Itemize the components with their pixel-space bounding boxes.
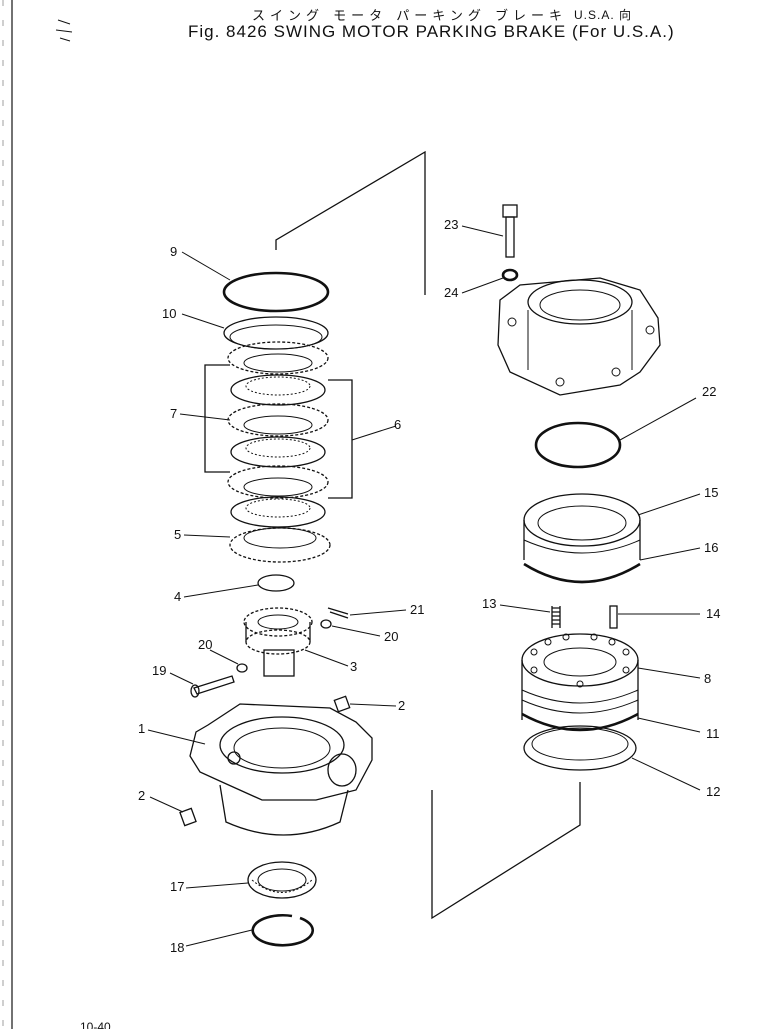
japanese-title: スイング モータ パーキング ブレーキ bbox=[252, 9, 568, 24]
disc-plate bbox=[230, 436, 326, 468]
o-ring-4 bbox=[257, 574, 295, 592]
bearing-17 bbox=[247, 861, 317, 899]
callout-4: 4 bbox=[174, 589, 181, 604]
retainer-8 bbox=[521, 633, 639, 720]
callout-7: 7 bbox=[170, 406, 177, 421]
gear-shaft-3 bbox=[243, 607, 313, 677]
callout-21: 21 bbox=[410, 602, 424, 617]
callout-3: 3 bbox=[350, 659, 357, 674]
washer-20-right bbox=[320, 619, 332, 629]
disc-plate-5 bbox=[229, 527, 331, 563]
callout-20-right: 20 bbox=[384, 629, 398, 644]
ring-11 bbox=[521, 712, 639, 732]
callout-17: 17 bbox=[170, 879, 184, 894]
motor-housing-1 bbox=[189, 703, 373, 836]
callout-11: 11 bbox=[706, 726, 720, 741]
callout-8: 8 bbox=[704, 671, 711, 686]
callout-10: 10 bbox=[162, 306, 176, 321]
scan-edge-marks bbox=[2, 0, 73, 1029]
washer-20-left bbox=[236, 663, 248, 673]
callout-13: 13 bbox=[482, 596, 496, 611]
disc-plate bbox=[230, 496, 326, 528]
disc-plate bbox=[227, 403, 329, 437]
callout-12: 12 bbox=[706, 784, 720, 799]
snap-ring-18 bbox=[251, 913, 314, 947]
callout-labels: 1 2 2 3 4 5 6 7 8 9 10 11 12 13 14 15 16… bbox=[138, 217, 720, 955]
callout-14: 14 bbox=[706, 606, 720, 621]
plug-2-lower bbox=[179, 807, 197, 827]
disc-plate bbox=[230, 374, 326, 406]
spring-13 bbox=[551, 606, 561, 628]
callout-5: 5 bbox=[174, 527, 181, 542]
group-brackets bbox=[204, 364, 353, 499]
callout-16: 16 bbox=[704, 540, 718, 555]
callout-1: 1 bbox=[138, 721, 145, 736]
o-ring-16 bbox=[523, 562, 641, 584]
brake-disc-stack bbox=[227, 341, 331, 563]
leader-lines bbox=[147, 225, 701, 947]
o-ring-22 bbox=[534, 421, 622, 469]
callout-20-left: 20 bbox=[198, 637, 212, 652]
callout-9: 9 bbox=[170, 244, 177, 259]
callout-6: 6 bbox=[394, 417, 401, 432]
callout-24: 24 bbox=[444, 285, 458, 300]
ring-12 bbox=[523, 725, 637, 771]
page-number: 10-40 bbox=[80, 1020, 111, 1029]
plug-2-upper bbox=[333, 695, 351, 713]
callout-2-upper: 2 bbox=[398, 698, 405, 713]
pin-21 bbox=[327, 607, 349, 619]
pin-14 bbox=[609, 605, 618, 629]
assembly-lines bbox=[275, 150, 581, 920]
callout-23: 23 bbox=[444, 217, 458, 232]
market-label: U.S.A. 向 bbox=[574, 8, 633, 22]
ring-10 bbox=[223, 316, 329, 350]
callout-22: 22 bbox=[702, 384, 716, 399]
piston-15 bbox=[523, 493, 641, 560]
callout-2-lower: 2 bbox=[138, 788, 145, 803]
disc-plate bbox=[227, 465, 329, 499]
callout-15: 15 bbox=[704, 485, 718, 500]
callout-18: 18 bbox=[170, 940, 184, 955]
o-ring-9 bbox=[222, 271, 330, 313]
callout-19: 19 bbox=[152, 663, 166, 678]
bolt-23 bbox=[502, 204, 518, 258]
washer-24 bbox=[501, 268, 519, 282]
brake-housing-top bbox=[497, 277, 661, 396]
disc-plate bbox=[227, 341, 329, 375]
pin-19 bbox=[190, 675, 235, 698]
figure-title: Fig. 8426 SWING MOTOR PARKING BRAKE (For… bbox=[188, 22, 675, 41]
